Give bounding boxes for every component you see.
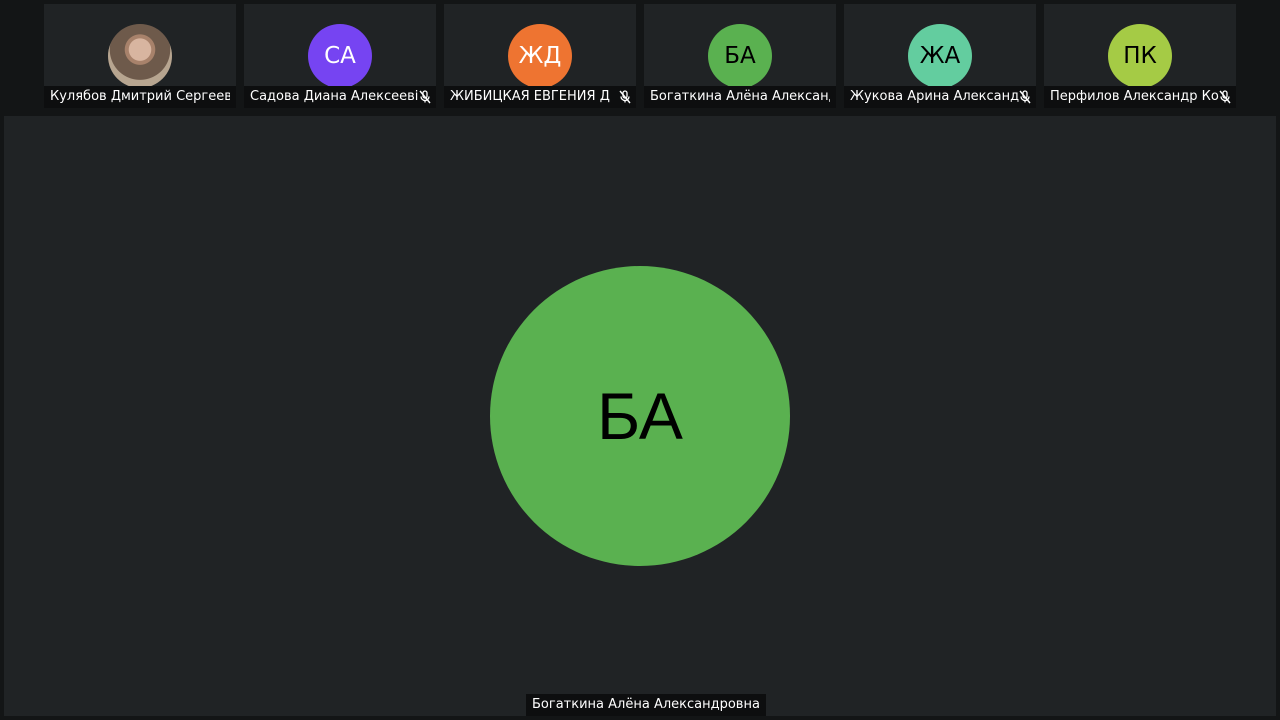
participant-avatar: ЖА — [908, 24, 972, 88]
participant-name: ЖИБИЦКАЯ ЕВГЕНИЯ Д — [450, 89, 610, 104]
mic-muted-icon — [1019, 90, 1031, 104]
participant-name: Богаткина Алёна Александр — [650, 89, 830, 104]
speaker-avatar: БА — [490, 266, 790, 566]
participant-tile[interactable]: Кулябов Дмитрий Сергееви — [44, 4, 236, 108]
participant-avatar: ЖД — [508, 24, 572, 88]
participant-name: Садова Диана Алексееві — [250, 89, 419, 104]
participant-avatar: БА — [708, 24, 772, 88]
participant-avatar: ПК — [1108, 24, 1172, 88]
mic-muted-icon — [419, 90, 431, 104]
mic-muted-icon — [619, 90, 631, 104]
participant-avatar-photo — [108, 24, 172, 88]
participant-name: Кулябов Дмитрий Сергееви — [50, 89, 230, 104]
speaker-name: Богаткина Алёна Александровна — [526, 694, 766, 716]
active-speaker-view: БА Богаткина Алёна Александровна — [4, 116, 1276, 716]
mic-muted-icon — [1219, 90, 1231, 104]
participant-avatar: СА — [308, 24, 372, 88]
participant-name: Жукова Арина Александ — [850, 89, 1020, 104]
participant-name: Перфилов Александр Ко — [1050, 89, 1219, 104]
